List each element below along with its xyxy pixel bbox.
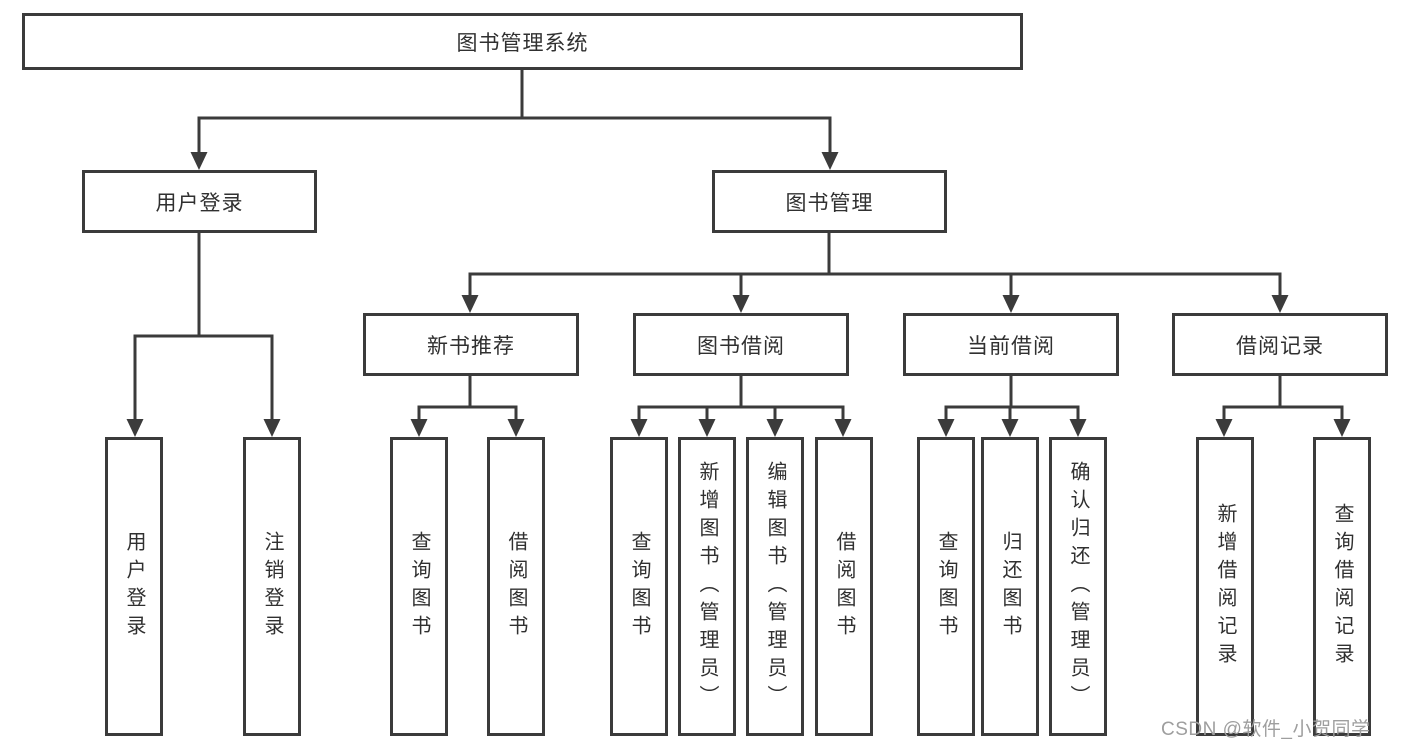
rail-borrow-records-children [1222,376,1344,423]
node-new-book-rec-label: 新书推荐 [427,334,515,358]
node-new-book-rec: 新书推荐 [363,313,579,376]
node-current-borrow: 当前借阅 [903,313,1119,376]
leaf-user-login-label: 用户登录 [123,530,145,643]
arrowhead [410,419,428,437]
rail-current-borrow-children [944,376,1080,423]
leaf-cb-return-books: 归还图书 [981,437,1039,736]
leaf-br-add-record: 新增借阅记录 [1196,437,1254,736]
arrowhead [507,419,525,437]
arrowhead [263,419,281,437]
leaf-bb-borrow-books-label: 借阅图书 [833,530,855,643]
leaf-bb-query-books-label: 查询图书 [628,530,650,643]
leaf-bb-query-books: 查询图书 [610,437,668,736]
arrowhead [1333,419,1351,437]
rail-level3 [468,272,1282,299]
leaf-bb-borrow-books: 借阅图书 [815,437,873,736]
arrowhead [461,295,479,313]
leaf-br-add-record-label: 新增借阅记录 [1214,502,1236,671]
connector-rails [133,69,1344,423]
leaf-logout-label: 注销登录 [261,530,283,643]
arrowhead [1001,419,1019,437]
arrowhead [698,419,716,437]
leaf-cb-query-books-label: 查询图书 [935,530,957,643]
leaf-bb-add-books: 新增图书（管理员） [678,437,736,736]
node-book-borrow-label: 图书借阅 [697,334,785,358]
rail-user-login-children [133,334,274,423]
leaf-cb-query-books: 查询图书 [917,437,975,736]
leaf-user-login: 用户登录 [105,437,163,736]
leaf-bb-edit-books-label: 编辑图书（管理员） [764,460,786,713]
arrowheads [126,152,1351,437]
leaf-cb-confirm-return-label: 确认归还（管理员） [1067,460,1089,713]
node-root-label: 图书管理系统 [456,31,589,55]
arrowhead [190,152,208,170]
leaf-cb-confirm-return: 确认归还（管理员） [1049,437,1107,736]
rail-book-borrow-children [637,376,845,423]
watermark: CSDN @软件_小贺同学 [1161,719,1371,740]
leaf-bb-add-books-label: 新增图书（管理员） [696,460,718,713]
arrowhead [1002,295,1020,313]
leaf-nbr-query-books-label: 查询图书 [408,530,430,643]
arrowhead [937,419,955,437]
node-book-mgmt-label: 图书管理 [785,191,874,215]
arrowhead [630,419,648,437]
node-borrow-records-label: 借阅记录 [1236,334,1324,358]
arrowhead [821,152,839,170]
leaf-nbr-query-books: 查询图书 [390,437,448,736]
arrowhead [126,419,144,437]
leaf-nbr-borrow-books-label: 借阅图书 [505,530,527,643]
leaf-br-query-record: 查询借阅记录 [1313,437,1371,736]
arrowhead [766,419,784,437]
arrowhead [1069,419,1087,437]
rail-level3-midstems [739,274,1013,299]
arrowhead [834,419,852,437]
leaf-cb-return-books-label: 归还图书 [999,530,1021,643]
node-root: 图书管理系统 [22,13,1023,70]
arrowhead [732,295,750,313]
leaf-logout: 注销登录 [243,437,301,736]
leaf-br-query-record-label: 查询借阅记录 [1331,502,1353,671]
node-book-borrow: 图书借阅 [633,313,849,376]
leaf-bb-edit-books: 编辑图书（管理员） [746,437,804,736]
node-borrow-records: 借阅记录 [1172,313,1388,376]
node-user-login: 用户登录 [82,170,317,233]
arrowhead [1215,419,1233,437]
leaf-nbr-borrow-books: 借阅图书 [487,437,545,736]
node-current-borrow-label: 当前借阅 [967,334,1055,358]
node-user-login-label: 用户登录 [155,191,244,215]
rail-level2 [197,116,832,156]
rail-new-book-rec-children [417,376,518,423]
node-book-mgmt: 图书管理 [712,170,947,233]
arrowhead [1271,295,1289,313]
